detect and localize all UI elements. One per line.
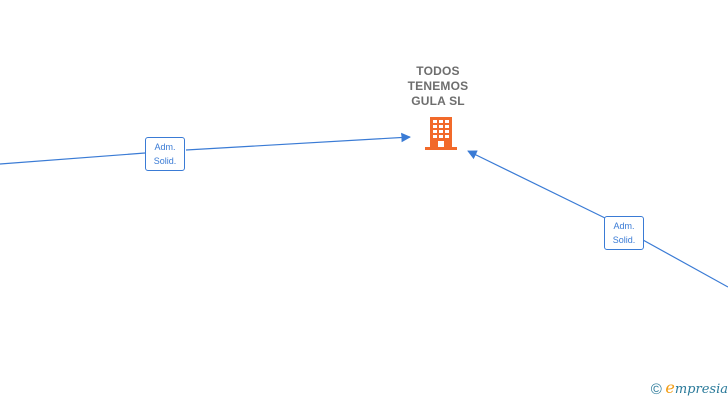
brand-initial: e — [665, 378, 675, 397]
company-name-line: GULA SL — [411, 94, 465, 108]
company-name-line: TENEMOS — [407, 79, 469, 93]
edge-label-line: Adm. — [613, 221, 635, 231]
edge-label-right[interactable]: Adm. Solid. — [604, 216, 644, 250]
empresia-watermark[interactable]: © empresia — [651, 378, 728, 398]
edge-line-left — [0, 137, 410, 165]
building-icon[interactable] — [424, 115, 458, 151]
edge-label-line: Solid. — [612, 235, 636, 245]
edge-line-right — [468, 151, 728, 288]
company-name-line: TODOS — [416, 64, 460, 78]
edge-label-line: Adm. — [154, 142, 176, 152]
brand-name: mpresia — [674, 382, 728, 397]
edge-label-line: Solid. — [153, 156, 177, 166]
copyright-icon: © — [650, 381, 662, 398]
company-name[interactable]: TODOS TENEMOS GULA SL — [388, 64, 488, 109]
edge-label-left[interactable]: Adm. Solid. — [145, 137, 185, 171]
